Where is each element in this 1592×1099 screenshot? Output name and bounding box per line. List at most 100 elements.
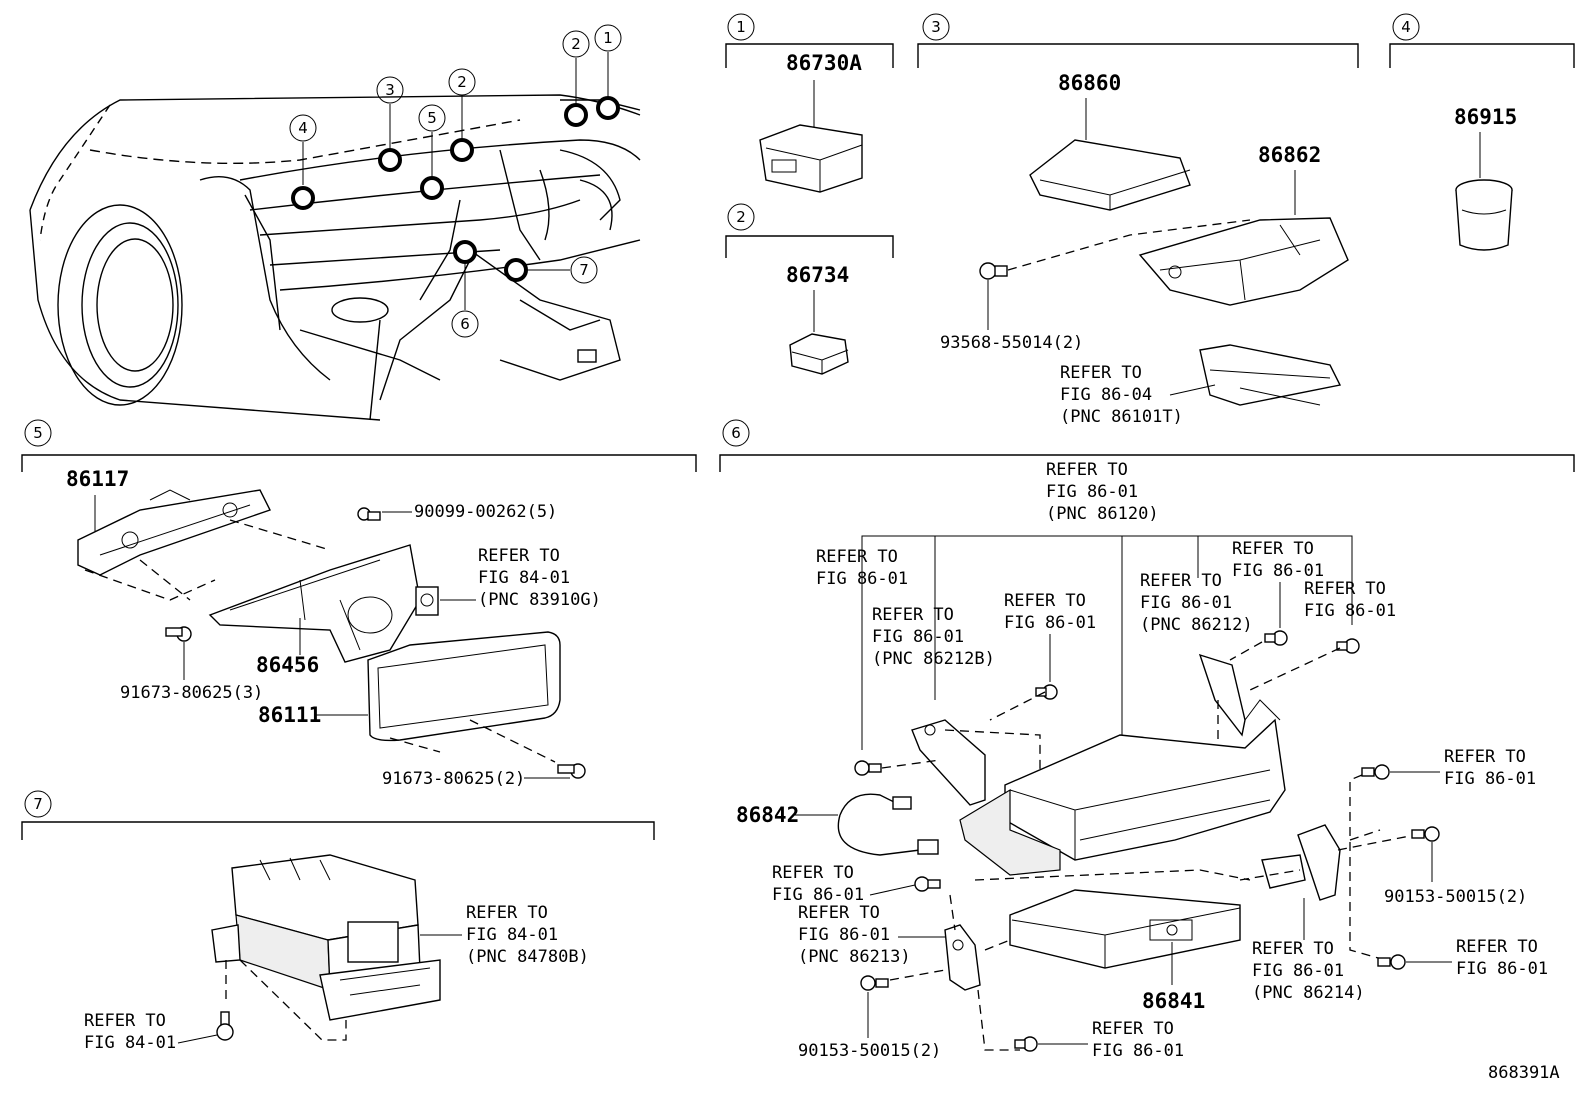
ref-86-04-line2: FIG 86-04 <box>1060 385 1152 405</box>
part-91673-b: 91673-80625(2) <box>382 769 525 789</box>
component-harness <box>1199 344 1342 406</box>
ref-h-line1: REFER TO <box>1092 1019 1174 1039</box>
part-86456: 86456 <box>256 653 319 677</box>
ref-86212-line1: REFER TO <box>1140 571 1222 591</box>
overview-illustration: 4 3 5 2 2 1 6 7 <box>29 24 641 421</box>
ref-e-line1: REFER TO <box>1232 539 1314 559</box>
ref-86214-line2: FIG 86-01 <box>1252 961 1344 981</box>
part-86915: 86915 <box>1454 105 1517 129</box>
ref-84-01-c-line2: FIG 84-01 <box>84 1033 176 1053</box>
ref-c-line1: REFER TO <box>1004 591 1086 611</box>
overview-callout: 7 <box>570 256 598 284</box>
component-83910G-switch <box>415 586 439 616</box>
section-1: 1 86730A <box>725 13 894 193</box>
overview-callout: 5 <box>418 104 446 132</box>
svg-text:5: 5 <box>427 109 437 127</box>
ref-84-01-b-line3: (PNC 84780B) <box>466 947 589 967</box>
ref-f-line1: REFER TO <box>1304 579 1386 599</box>
svg-text:6: 6 <box>731 424 741 442</box>
ref-84-01-b-line2: FIG 84-01 <box>466 925 558 945</box>
part-86842: 86842 <box>736 803 799 827</box>
ref-86214-line1: REFER TO <box>1252 939 1334 959</box>
section-7: 7 REFER TO FIG 84-01 (PNC 84780B) REFER … <box>21 790 655 1053</box>
ref-86212B-line1: REFER TO <box>872 605 954 625</box>
svg-text:7: 7 <box>33 795 43 813</box>
section-2: 2 86734 <box>725 203 894 375</box>
screw <box>1014 1036 1038 1052</box>
figure-code: 868391A <box>1488 1063 1560 1083</box>
part-86111: 86111 <box>258 703 321 727</box>
component-86915 <box>1455 179 1513 251</box>
ref-84-01-a-line1: REFER TO <box>478 546 560 566</box>
component-86842 <box>837 793 939 856</box>
ref-86213-line3: (PNC 86213) <box>798 947 911 967</box>
svg-text:4: 4 <box>1401 18 1411 36</box>
component-86841 <box>1009 889 1241 969</box>
ref-h-line2: FIG 86-01 <box>1092 1041 1184 1061</box>
ref-86-04-line1: REFER TO <box>1060 363 1142 383</box>
ref-86212-line3: (PNC 86212) <box>1140 615 1253 635</box>
part-86860: 86860 <box>1058 71 1121 95</box>
screw <box>1377 954 1406 970</box>
bracket-86213 <box>944 924 981 991</box>
svg-text:5: 5 <box>33 424 43 442</box>
overview-callout: 1 <box>594 24 622 52</box>
ref-g-line2: FIG 86-01 <box>772 885 864 905</box>
component-84780B <box>211 854 441 1021</box>
screw <box>1361 764 1390 780</box>
part-90153-b: 90153-50015(2) <box>1384 887 1527 907</box>
ref-k-line1: REFER TO <box>1444 747 1526 767</box>
svg-text:2: 2 <box>457 73 467 91</box>
ref-e-line2: FIG 86-01 <box>1232 561 1324 581</box>
bracket-86212B <box>911 719 986 806</box>
part-86117: 86117 <box>66 467 129 491</box>
screw <box>914 876 941 892</box>
ref-l-line2: FIG 86-01 <box>1456 959 1548 979</box>
part-91673-a: 91673-80625(3) <box>120 683 263 703</box>
ref-86212B-line2: FIG 86-01 <box>872 627 964 647</box>
ref-84-01-a-line2: FIG 84-01 <box>478 568 570 588</box>
svg-text:6: 6 <box>460 315 470 333</box>
overview-callout: 6 <box>451 310 479 338</box>
section-4: 4 86915 <box>1389 13 1575 251</box>
bolt-91673-a <box>165 626 192 642</box>
part-86730A: 86730A <box>786 51 862 75</box>
svg-text:1: 1 <box>603 29 613 47</box>
svg-text:4: 4 <box>298 119 308 137</box>
overview-callout: 2 <box>562 30 590 58</box>
overview-callout: 2 <box>448 68 476 96</box>
section-6: 6 REFER TO FIG 86-01 (PNC 86120) REFER T… <box>719 419 1575 1061</box>
svg-text:3: 3 <box>931 18 941 36</box>
bracket-86212 <box>1198 653 1246 737</box>
ref-86213-line1: REFER TO <box>798 903 880 923</box>
ref-84-01-a-line3: (PNC 83910G) <box>478 590 601 610</box>
screw <box>1035 684 1058 700</box>
ref-86213-line2: FIG 86-01 <box>798 925 890 945</box>
ref-g-line1: REFER TO <box>772 863 854 883</box>
ref-l-line1: REFER TO <box>1456 937 1538 957</box>
part-90153-a: 90153-50015(2) <box>798 1041 941 1061</box>
section-3: 3 86860 86862 93568-55014(2) REFER TO FI… <box>917 13 1359 427</box>
component-86456 <box>208 544 421 663</box>
svg-text:1: 1 <box>736 18 746 36</box>
screw <box>854 760 882 776</box>
ref-84-01-b-line1: REFER TO <box>466 903 548 923</box>
part-93568: 93568-55014(2) <box>940 333 1083 353</box>
svg-text:2: 2 <box>736 208 746 226</box>
screw <box>1336 638 1360 654</box>
bolt-91673-b <box>557 763 586 779</box>
bracket-86214 <box>1261 824 1341 901</box>
part-90099: 90099-00262(5) <box>414 502 557 522</box>
part-86862: 86862 <box>1258 143 1321 167</box>
bolt-93568 <box>979 262 1008 280</box>
bolt-90099 <box>357 507 381 521</box>
svg-text:7: 7 <box>579 261 589 279</box>
overview-callout: 4 <box>289 114 317 142</box>
section-5: 5 86117 90099-00262(5) REFER TO FIG 84-0… <box>21 419 697 789</box>
bolt-84-01 <box>216 1011 234 1041</box>
ref-f-line2: FIG 86-01 <box>1304 601 1396 621</box>
component-86730A <box>759 124 863 193</box>
component-86862 <box>1138 217 1349 306</box>
part-86734: 86734 <box>786 263 849 287</box>
